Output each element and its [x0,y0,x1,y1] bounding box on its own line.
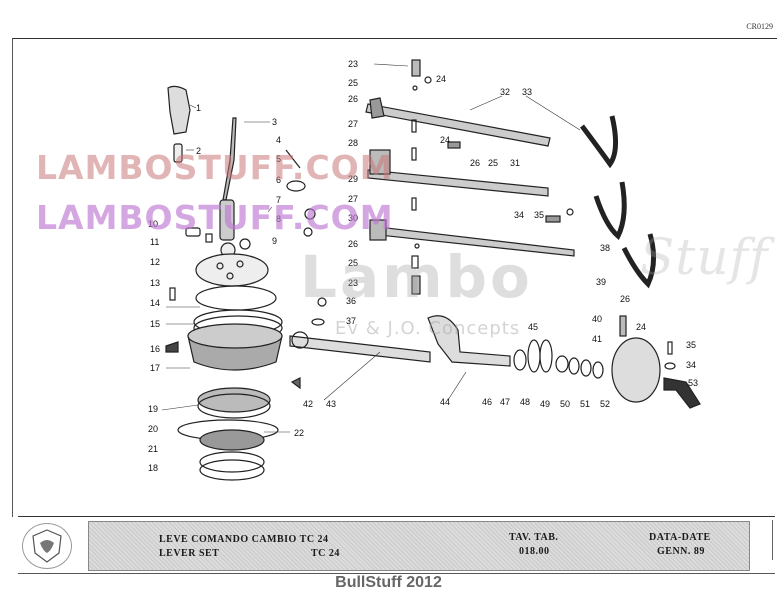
callout-42: 42 [303,399,313,409]
callout-27a: 27 [348,119,358,129]
callout-1: 1 [196,103,201,113]
callout-32: 32 [500,87,510,97]
callout-43: 43 [326,399,336,409]
callout-26c: 26 [348,239,358,249]
callout-24c: 24 [636,322,646,332]
title-block: LEVE COMANDO CAMBIO TC 24 LEVER SET TC 2… [18,516,775,574]
callout-27b: 27 [348,194,358,204]
callout-23b: 23 [348,278,358,288]
callout-34a: 34 [514,210,524,220]
title-english-code: TC 24 [311,548,340,559]
date-value: GENN. 89 [657,546,705,557]
title-italian: LEVE COMANDO CAMBIO TC 24 [159,534,329,545]
title-english: LEVER SET [159,548,220,559]
callout-28: 28 [348,138,358,148]
callout-52: 52 [600,399,610,409]
callout-3: 3 [272,117,277,127]
credit-footer: BullStuff 2012 [335,574,442,591]
callout-40: 40 [592,314,602,324]
callout-13: 13 [150,278,160,288]
callout-17: 17 [150,363,160,373]
date-label: DATA-DATE [649,532,711,543]
callout-37: 37 [346,316,356,326]
callout-39: 39 [596,277,606,287]
callout-49: 49 [540,399,550,409]
callout-33: 33 [522,87,532,97]
title-panel: LEVE COMANDO CAMBIO TC 24 LEVER SET TC 2… [88,521,750,571]
callout-23a: 23 [348,59,358,69]
callout-7: 7 [276,195,281,205]
callout-48: 48 [520,397,530,407]
callout-19: 19 [148,404,158,414]
callout-50: 50 [560,399,570,409]
page-edge-mark [772,520,777,560]
table-number: 018.00 [519,546,550,557]
callout-34b: 34 [686,360,696,370]
callout-25a: 25 [348,78,358,88]
callout-2: 2 [196,146,201,156]
callout-10: 10 [148,219,158,229]
callout-26b: 26 [470,158,480,168]
callout-26a: 26 [348,94,358,104]
callout-21: 21 [148,444,158,454]
callout-24a: 24 [436,74,446,84]
shift-rods-right [311,59,656,326]
callout-16: 16 [150,344,160,354]
callout-25b: 25 [488,158,498,168]
lower-shaft-assembly [427,315,701,409]
callout-35b: 35 [686,340,696,350]
table-label: TAV. TAB. [509,532,559,543]
callout-9: 9 [272,236,277,246]
lever-assembly-left [165,85,431,481]
callout-26d: 26 [620,294,630,304]
callout-24b: 24 [440,135,450,145]
callout-5: 5 [276,154,281,164]
callout-15: 15 [150,319,160,329]
callout-11: 11 [150,237,159,247]
callout-35a: 35 [534,210,544,220]
exploded-parts-drawing: 1 2 3 4 5 6 7 8 9 10 11 12 13 14 15 16 1… [148,59,701,481]
callout-38: 38 [600,243,610,253]
callout-44: 44 [440,397,450,407]
drawing-sheet [12,38,777,517]
callout-31: 31 [510,158,520,168]
callout-14: 14 [150,298,160,308]
company-logo-icon [22,523,72,569]
drawing-code: CR0129 [746,22,773,31]
callout-41: 41 [592,334,602,344]
callout-12: 12 [150,257,160,267]
callout-29: 29 [348,174,358,184]
callout-53: 53 [688,378,698,388]
callout-22: 22 [294,428,304,438]
callout-30: 30 [348,213,358,223]
callout-36: 36 [346,296,356,306]
callout-4: 4 [276,135,281,145]
callout-labels [161,63,581,433]
bull-crest-icon [32,529,62,563]
callout-45: 45 [528,322,538,332]
callout-51: 51 [580,399,590,409]
callout-20: 20 [148,424,158,434]
callout-numbers: 1 2 3 4 5 6 7 8 9 10 11 12 13 14 15 16 1… [148,59,698,473]
callout-8: 8 [276,214,281,224]
callout-6: 6 [276,175,281,185]
callout-18: 18 [148,463,158,473]
callout-47: 47 [500,397,510,407]
callout-46: 46 [482,397,492,407]
callout-25c: 25 [348,258,358,268]
